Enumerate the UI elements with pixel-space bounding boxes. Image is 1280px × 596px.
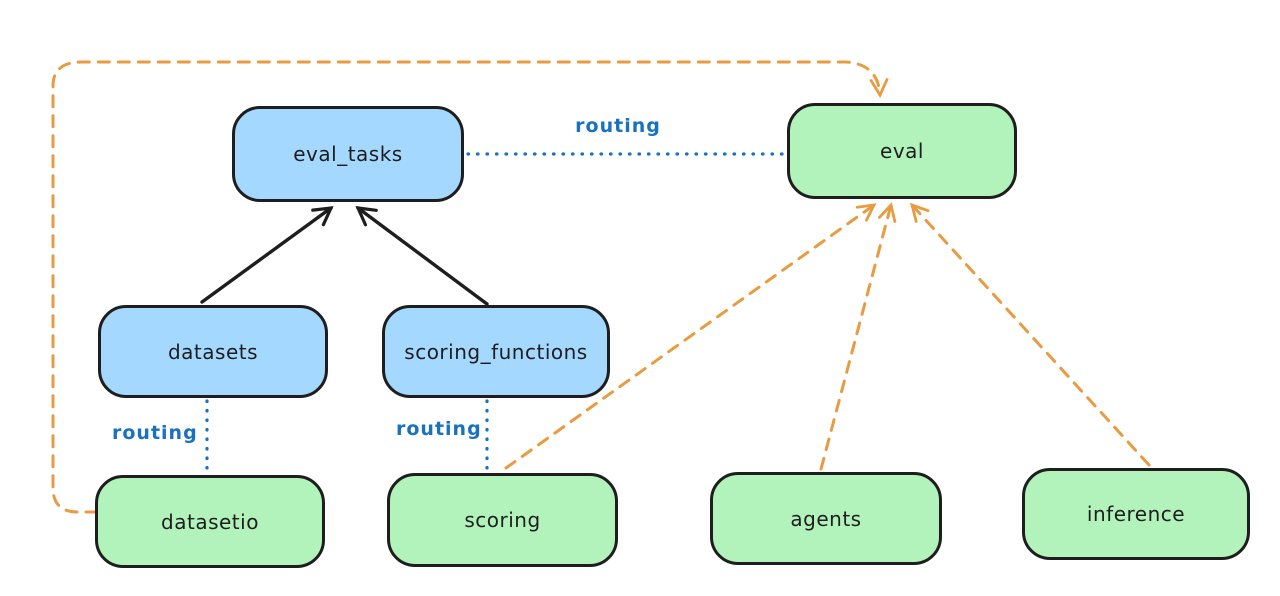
node-agents[interactable]: agents [710, 472, 942, 565]
edge-scoring-functions-to-eval-tasks [355, 206, 489, 306]
edge-agents-to-eval [819, 202, 897, 471]
node-eval[interactable]: eval [787, 103, 1017, 199]
node-eval-label: eval [880, 139, 924, 163]
node-datasets-label: datasets [167, 339, 259, 364]
node-scoring[interactable]: scoring [387, 473, 618, 567]
node-eval-tasks-label: eval_tasks [293, 142, 403, 166]
node-inference[interactable]: inference [1022, 468, 1250, 560]
routing-label-eval-tasks-eval: routing [575, 115, 661, 137]
routing-label-datasets-datasetio: routing [112, 422, 198, 444]
node-datasets[interactable]: datasets [98, 305, 328, 398]
node-scoring-functions-label: scoring_functions [404, 339, 588, 364]
edge-datasets-to-eval-tasks [200, 206, 334, 304]
node-scoring-label: scoring [464, 508, 541, 532]
edge-inference-to-eval [909, 202, 1151, 467]
edge-datasetio-to-eval [51, 60, 889, 514]
node-datasetio-label: datasetio [161, 509, 259, 534]
node-datasetio[interactable]: datasetio [95, 475, 325, 568]
routing-label-scoring-functions-scoring: routing [396, 418, 482, 440]
node-eval-tasks[interactable]: eval_tasks [232, 106, 464, 202]
node-agents-label: agents [790, 506, 862, 531]
node-inference-label: inference [1086, 502, 1186, 526]
node-scoring-functions[interactable]: scoring_functions [382, 305, 610, 398]
